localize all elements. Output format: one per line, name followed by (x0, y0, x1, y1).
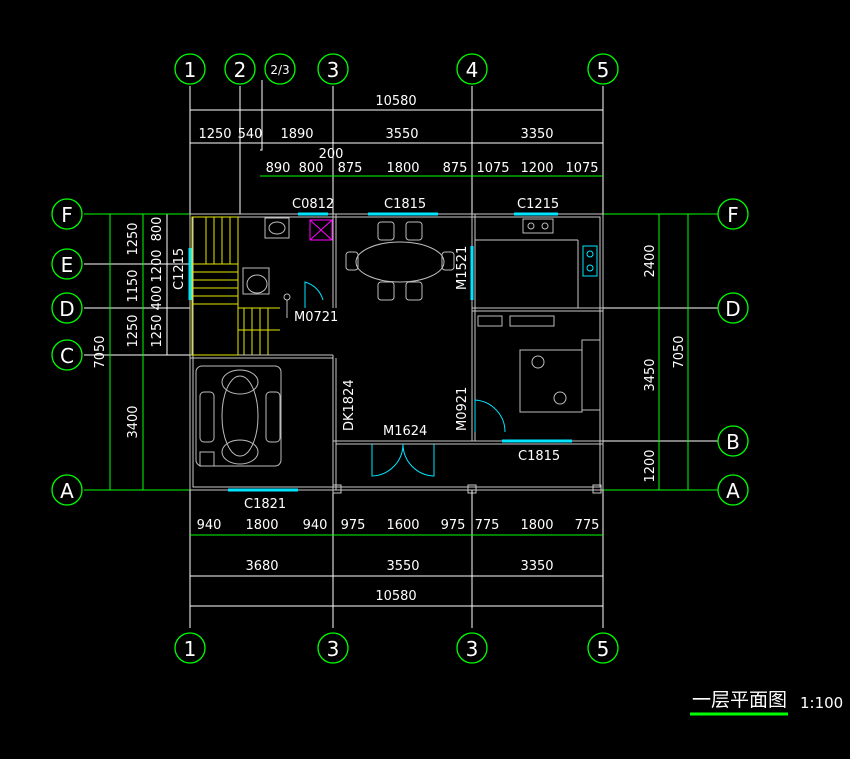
axis-bottom-label: 3 (327, 637, 340, 661)
dim-overall-bottom: 10580 (375, 589, 416, 604)
shower-box (309, 219, 333, 241)
axis-bottom-label: 3 (466, 637, 479, 661)
axis-right-label: D (725, 297, 740, 321)
dim-bottom: 3350 (520, 559, 553, 574)
window-label: C0812 (292, 197, 334, 212)
bedroom-furniture (477, 315, 601, 413)
dim-left: 1250 (126, 314, 141, 347)
staircase (191, 216, 280, 356)
dim-right: 2400 (643, 244, 658, 277)
axis-right-label: A (726, 479, 740, 503)
dim-top: 540 (238, 127, 263, 142)
dim-top: 800 (299, 161, 324, 176)
dim-bottom: 775 (475, 518, 500, 533)
bathroom-fixtures (242, 217, 291, 318)
dim-top: 875 (443, 161, 468, 176)
dimension-ticks (84, 175, 718, 536)
axis-left-label: C (60, 344, 74, 368)
dim-left: 3400 (126, 405, 141, 438)
axis-top-label: 2/3 (270, 63, 289, 77)
dim-left: 1250 (126, 222, 141, 255)
drawing-scale: 1:100 (800, 694, 843, 712)
axis-top-label: 2 (234, 58, 247, 82)
window-label: C1815 (518, 449, 560, 464)
dim-top-200: 200 (319, 147, 344, 162)
window-label: C1815 (384, 197, 426, 212)
bottom-dimensions: 940 1800 940 975 1600 975 775 1800 775 3… (197, 518, 600, 604)
dim-overall-top: 10580 (375, 94, 416, 109)
stove-icon (582, 245, 598, 277)
door-label: M1624 (383, 424, 427, 439)
axis-left-label: A (60, 479, 74, 503)
dim-bottom: 775 (575, 518, 600, 533)
dim-bottom: 940 (303, 518, 328, 533)
top-dimensions: 10580 1250 540 1890 3550 3350 200 890 80… (198, 94, 598, 176)
door-label: M0921 (455, 387, 470, 431)
opening-labels: C0812 C1815 C1215 C1215 M0721 M1521 DK18… (172, 197, 560, 512)
axis-top-label: 1 (184, 58, 197, 82)
dim-top: 890 (266, 161, 291, 176)
windows (188, 212, 572, 492)
dim-bottom: 1600 (386, 518, 419, 533)
axis-left-label: E (61, 253, 74, 277)
axis-left-label: F (61, 203, 73, 227)
dim-left: 1200 (150, 249, 165, 282)
dim-top: 875 (338, 161, 363, 176)
dim-right-overall: 7050 (672, 335, 687, 368)
dim-top: 1075 (476, 161, 509, 176)
drawing-title: 一层平面图 (692, 689, 787, 711)
axis-top-label: 5 (597, 58, 610, 82)
axis-bottom-label: 1 (184, 637, 197, 661)
door-label: M1521 (455, 246, 470, 290)
window-label: C1215 (172, 248, 187, 290)
axis-labels: 1 2 2/3 3 4 5 1 3 3 5 F E D C A F D B A (59, 58, 740, 661)
axis-bottom-label: 5 (597, 637, 610, 661)
door-label: M0721 (294, 310, 338, 325)
opening-label: DK1824 (342, 379, 357, 431)
dim-top: 1890 (280, 127, 313, 142)
dim-left: 1250 (150, 314, 165, 347)
window-label: C1215 (517, 197, 559, 212)
dim-top: 3350 (520, 127, 553, 142)
dim-bottom: 1800 (520, 518, 553, 533)
kitchen-fixtures (522, 218, 598, 277)
dim-bottom: 3550 (386, 559, 419, 574)
axis-top-label: 3 (327, 58, 340, 82)
dim-right: 3450 (643, 358, 658, 391)
dim-top: 3550 (385, 127, 418, 142)
axis-left-label: D (59, 297, 74, 321)
drawing-title-block: 一层平面图 1:100 (690, 689, 843, 716)
dim-left-overall: 7050 (93, 335, 108, 368)
dim-top: 1200 (520, 161, 553, 176)
left-dimensions: 7050 1250 1150 1250 3400 800 1200 400 12… (93, 217, 165, 439)
dim-top: 1250 (198, 127, 231, 142)
dim-right: 1200 (643, 449, 658, 482)
dim-left: 400 (150, 286, 165, 311)
right-dimensions: 2400 3450 1200 7050 (643, 244, 687, 482)
window-label: C1821 (244, 497, 286, 512)
dim-bottom: 940 (197, 518, 222, 533)
door-swings (304, 281, 506, 477)
dining-table (345, 221, 455, 301)
living-room-sofa-set (195, 365, 282, 467)
axis-bubbles (51, 53, 749, 664)
dim-top: 1075 (565, 161, 598, 176)
axis-right-label: B (726, 430, 740, 454)
dim-bottom: 1800 (245, 518, 278, 533)
dim-bottom: 975 (341, 518, 366, 533)
dim-bottom: 975 (441, 518, 466, 533)
dim-bottom: 3680 (245, 559, 278, 574)
dim-left: 1150 (126, 269, 141, 302)
dim-left: 800 (150, 217, 165, 242)
axis-right-label: F (727, 203, 739, 227)
axis-top-label: 4 (466, 58, 479, 82)
dim-top: 1800 (386, 161, 419, 176)
